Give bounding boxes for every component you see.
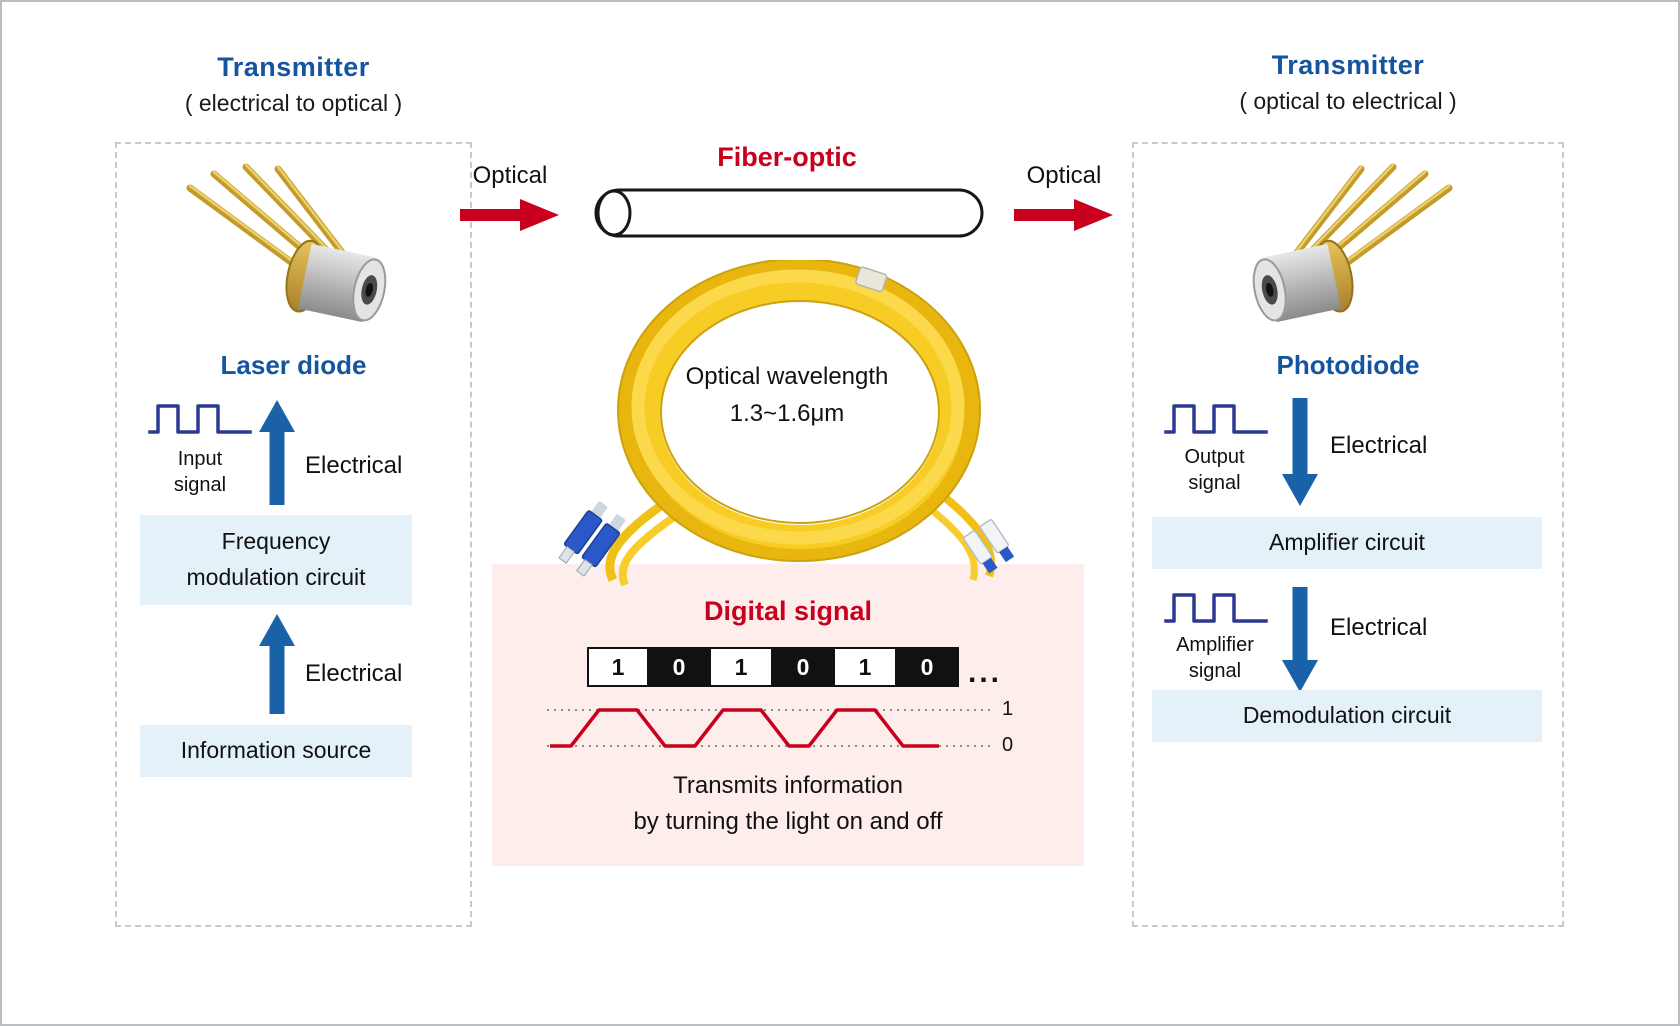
output-signal-label: Output signal bbox=[1184, 446, 1245, 494]
amplifier-circuit-box: Amplifier circuit bbox=[1152, 517, 1542, 569]
optical-arrow-left bbox=[460, 199, 559, 231]
bit-cell: 1 bbox=[587, 647, 649, 687]
input-signal-label: Input signal bbox=[173, 448, 227, 496]
electrical-label-right-1: Electrical bbox=[1330, 432, 1428, 459]
fiber-tube-graphic bbox=[594, 188, 984, 238]
laser-diode-label: Laser diode bbox=[220, 350, 367, 380]
left-subtitle: ( electrical to optical ) bbox=[184, 90, 403, 116]
photodiode-label: Photodiode bbox=[1276, 350, 1420, 380]
wavelength-label: Optical wavelength 1.3~1.6μm bbox=[685, 363, 889, 428]
digital-caption: Transmits information by turning the lig… bbox=[633, 772, 943, 835]
left-panel bbox=[115, 142, 472, 927]
output-signal-wave-icon bbox=[1164, 404, 1268, 434]
up-arrow-2 bbox=[259, 614, 295, 714]
amplifier-signal-wave-icon bbox=[1164, 593, 1268, 623]
electrical-label-left-1: Electrical bbox=[305, 452, 403, 479]
fiber-cable-photo bbox=[558, 260, 1015, 587]
digital-signal-title: Digital signal bbox=[703, 596, 873, 626]
left-title: Transmitter bbox=[217, 52, 370, 82]
optical-label-left: Optical bbox=[472, 162, 548, 189]
amplifier-signal-label: Amplifier signal bbox=[1176, 634, 1254, 682]
information-source-box: Information source bbox=[140, 725, 412, 777]
bit-cell: 1 bbox=[711, 647, 773, 687]
optical-label-right: Optical bbox=[1026, 162, 1102, 189]
photodiode-photo bbox=[1252, 163, 1453, 323]
fiber-optic-title: Fiber-optic bbox=[717, 142, 857, 172]
demodulation-circuit-box: Demodulation circuit bbox=[1152, 690, 1542, 742]
digital-signal-panel bbox=[492, 564, 1084, 866]
electrical-label-left-2: Electrical bbox=[305, 660, 403, 687]
bit-cell: 0 bbox=[773, 647, 835, 687]
up-arrow-1 bbox=[259, 400, 295, 505]
bit-cell: 0 bbox=[649, 647, 711, 687]
down-arrow-2 bbox=[1282, 587, 1318, 692]
digital-bits-row: 1 0 1 0 1 0 bbox=[587, 647, 959, 687]
transmitter-right-heading: Transmitter ( optical to electrical ) bbox=[1132, 50, 1564, 115]
electrical-label-right-2: Electrical bbox=[1330, 614, 1428, 641]
bit-cell: 0 bbox=[897, 647, 959, 687]
right-subtitle: ( optical to electrical ) bbox=[1239, 88, 1457, 114]
down-arrow-1 bbox=[1282, 398, 1318, 506]
input-signal-wave-icon bbox=[148, 404, 252, 434]
bit-cell: 1 bbox=[835, 647, 897, 687]
right-title: Transmitter bbox=[1271, 50, 1425, 80]
digital-waveform bbox=[547, 708, 992, 748]
laser-diode-photo bbox=[186, 163, 387, 323]
right-panel bbox=[1132, 142, 1564, 927]
level-low-label: 0 bbox=[1002, 734, 1014, 756]
bits-ellipsis: ... bbox=[968, 656, 1003, 689]
transmitter-left-heading: Transmitter ( electrical to optical ) bbox=[115, 52, 472, 117]
frequency-modulation-box: Frequency modulation circuit bbox=[140, 515, 412, 605]
optical-arrow-right bbox=[1014, 199, 1113, 231]
level-high-label: 1 bbox=[1002, 698, 1014, 720]
